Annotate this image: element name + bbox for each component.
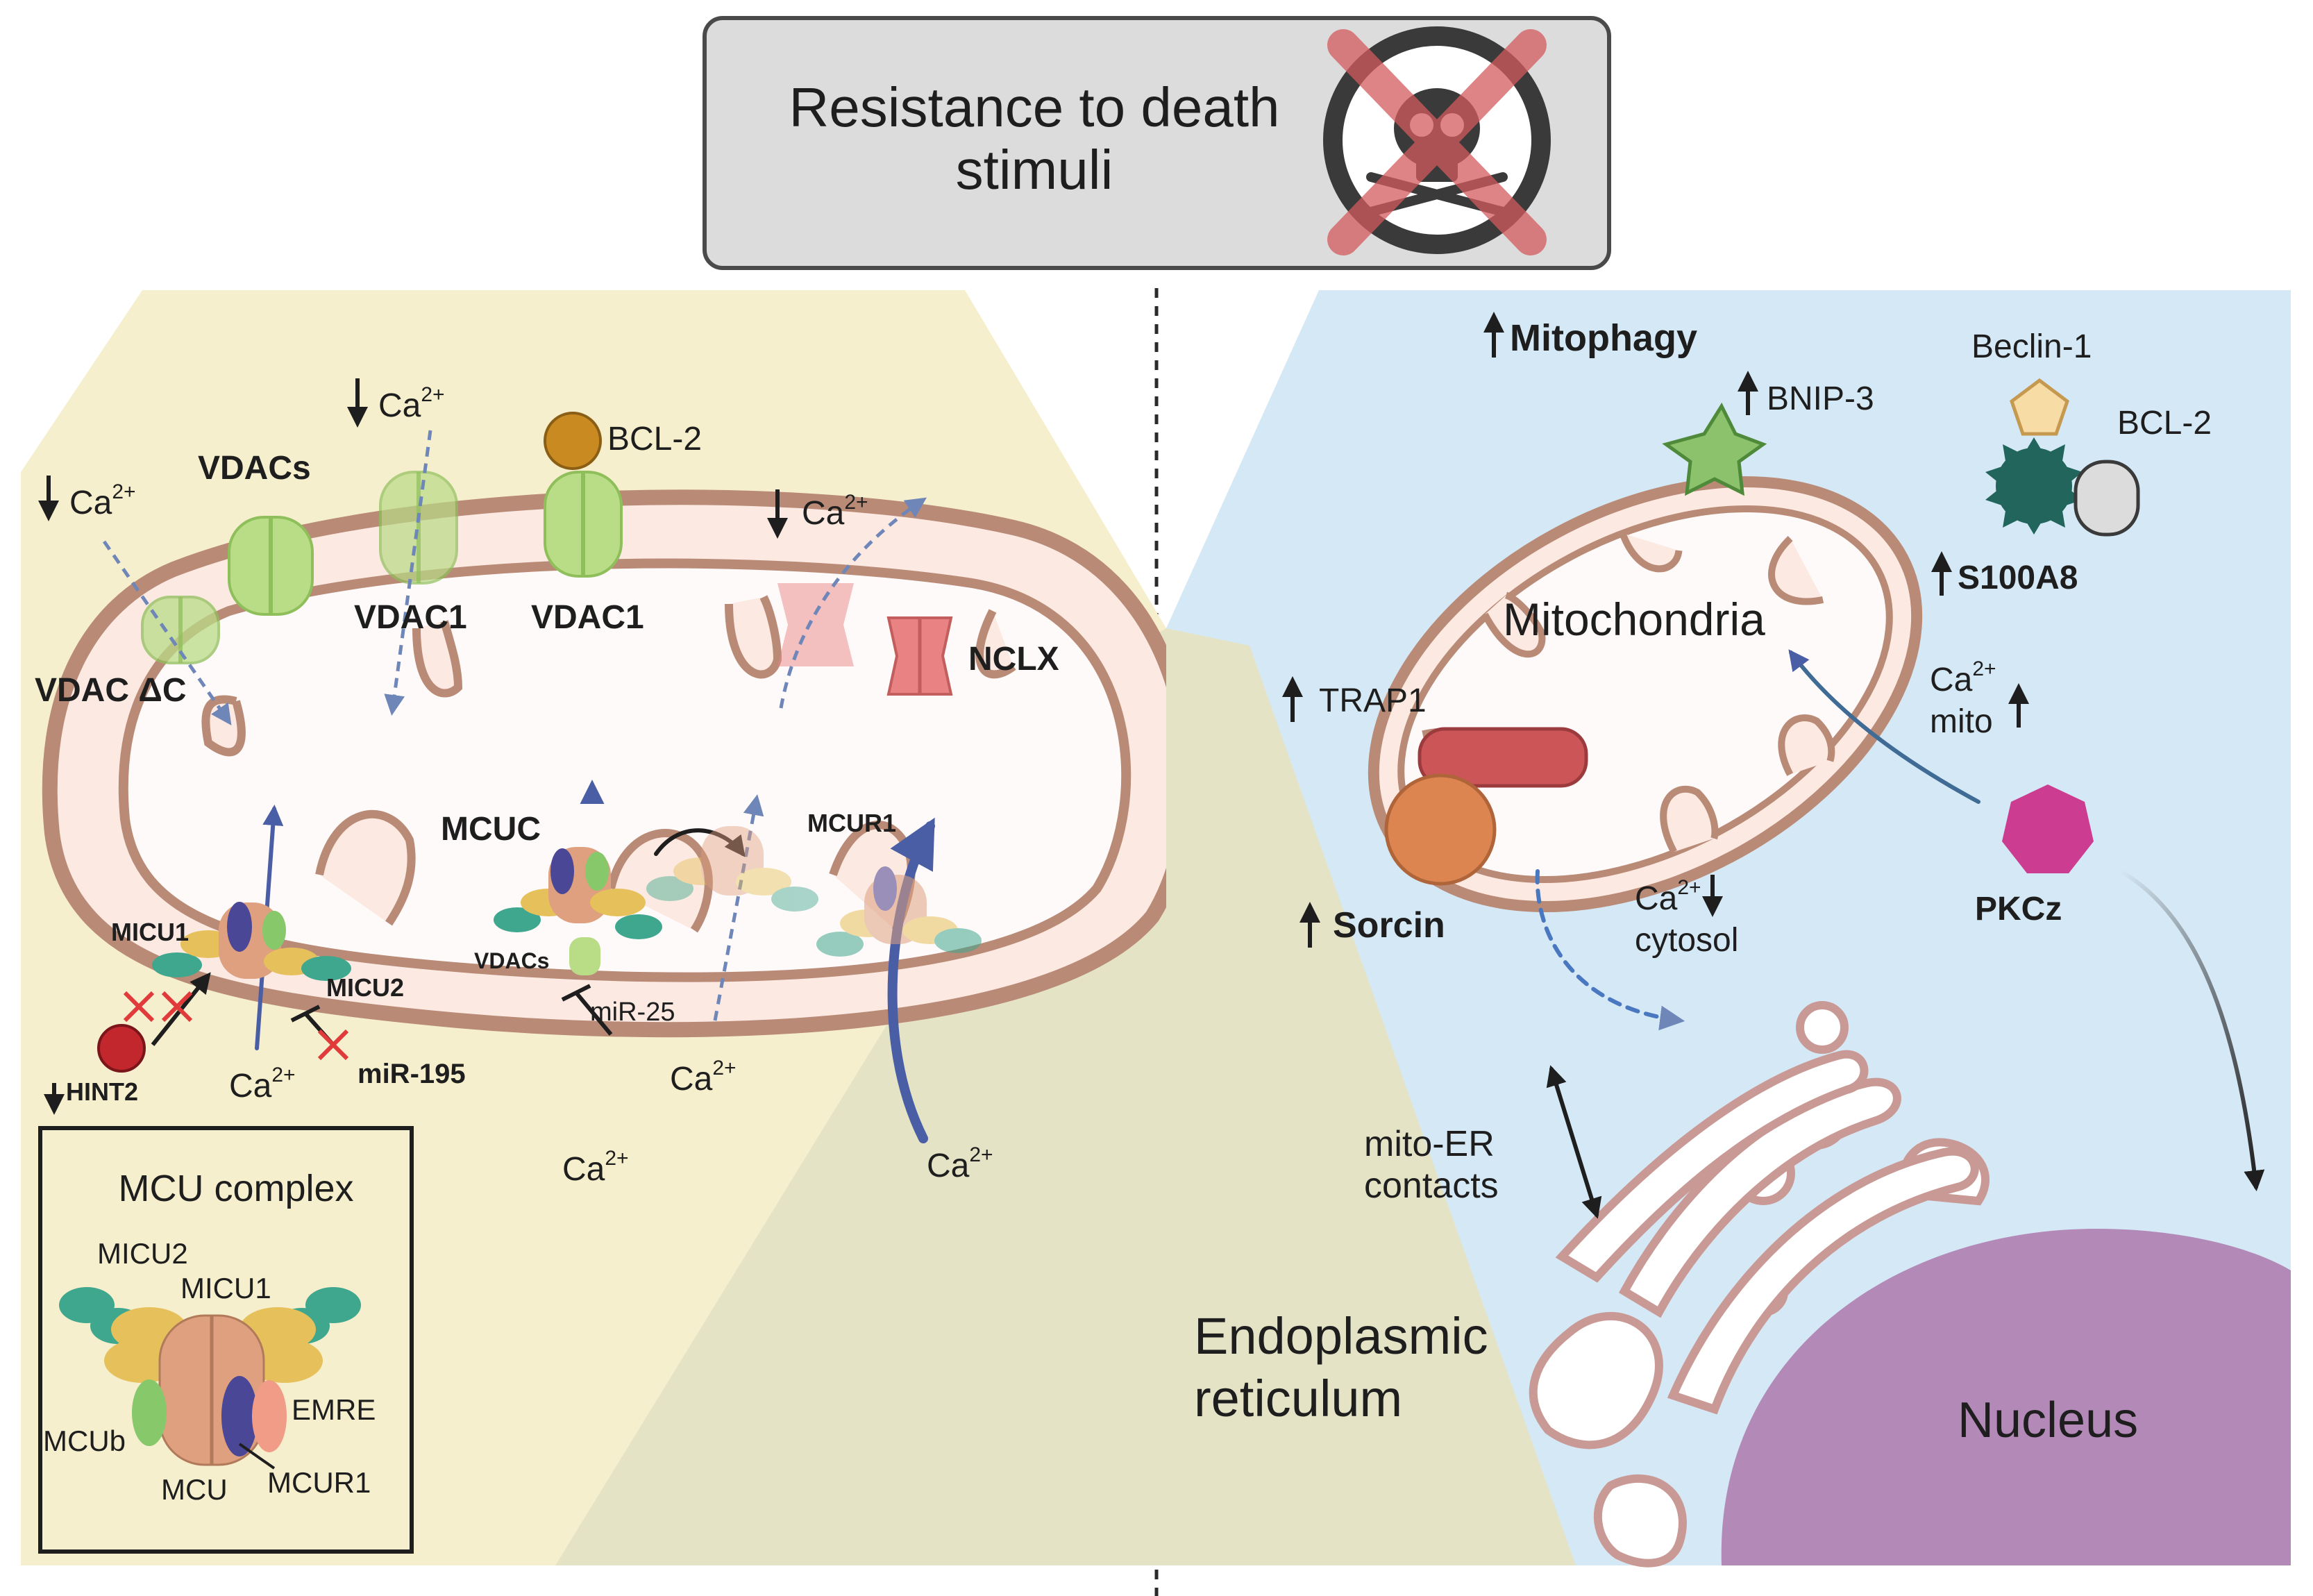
trap1-shape [1418, 727, 1588, 788]
ca-cytosol-label-2: cytosol [1635, 922, 1738, 959]
ca-label-bottom-3: Ca2+ [670, 1057, 737, 1098]
ca-label-bottom-4: Ca2+ [927, 1143, 993, 1184]
trap1-label: TRAP1 [1319, 682, 1427, 719]
mcuc-label: MCUC [441, 811, 541, 848]
sorcin-label: Sorcin [1333, 905, 1445, 946]
beclin1-label: Beclin-1 [1971, 328, 2092, 365]
header-box: Resistance to death stimuli [703, 16, 1611, 270]
skull-crossed-icon [1323, 26, 1551, 255]
sorcin-shape [1384, 773, 1497, 886]
micu1-label: MICU1 [111, 918, 189, 946]
inset-title: MCU complex [118, 1168, 353, 1209]
ca-dashed-arrows-left [102, 430, 927, 1021]
ca-mito-label-2: mito [1930, 703, 1993, 740]
vdacs-small-label: VDACs [474, 948, 549, 973]
mito-er-label-2: contacts [1364, 1166, 1499, 1206]
nclx-channel-faded [777, 583, 854, 666]
red-x-icons [123, 991, 349, 1061]
bnip3-label: BNIP-3 [1767, 380, 1874, 417]
mcu-complex-2 [494, 847, 662, 975]
arrows-right [1535, 649, 2265, 1219]
bcl2-right-icon [2074, 460, 2140, 537]
pkcz-icon [2002, 784, 2094, 873]
bcl2-left-icon [544, 412, 602, 470]
mir195-label: miR-195 [358, 1059, 466, 1089]
mitochondria-label: Mitochondria [1503, 594, 1765, 645]
mir25-label: miR-25 [590, 998, 675, 1027]
vdac1-label-b: VDAC1 [531, 599, 644, 636]
mcu-complex-inset: MCU complex MICU2 MICU1 MCUb MCU MCUR1 E… [38, 1126, 414, 1554]
inset-emre-label: EMRE [292, 1393, 376, 1426]
mcu-complex-3-faded [646, 826, 818, 912]
vdac1-label-a: VDAC1 [354, 599, 467, 636]
hint2-label: HINT2 [66, 1077, 138, 1106]
nucleus-label: Nucleus [1958, 1393, 2138, 1448]
inset-mcu-label: MCU [161, 1473, 228, 1506]
s100a8-label: S100A8 [1958, 560, 2078, 596]
bnip3-star-icon [1662, 402, 1767, 496]
er-label-2: reticulum [1194, 1370, 1402, 1427]
beclin1-icon [2010, 378, 2069, 436]
mitophagy-label: Mitophagy [1510, 317, 1697, 359]
inset-mcur1-label: MCUR1 [267, 1466, 371, 1499]
ca-label-top-mid: Ca2+ [378, 383, 445, 424]
vdacs-label: VDACs [198, 450, 311, 487]
mcu-complex-4-faded [816, 866, 982, 957]
ca-label-top-left: Ca2+ [69, 480, 136, 521]
s100a8-icon [1985, 437, 2083, 535]
pkcz-label: PKCz [1975, 891, 2062, 927]
er-label-1: Endoplasmic [1194, 1307, 1488, 1365]
header-title-line2: stimuli [956, 139, 1113, 201]
vdac-channel-2 [379, 471, 458, 585]
header-title-line1: Resistance to death [789, 76, 1279, 138]
mcur1-label: MCUR1 [807, 809, 896, 837]
hint2-icon [97, 1024, 146, 1073]
updown-arrows-right [1282, 312, 2029, 948]
endoplasmic-reticulum [1529, 1001, 1990, 1568]
ca-label-bottom-2: Ca2+ [562, 1147, 629, 1188]
vdac-dc-label: VDAC ΔC [35, 672, 187, 709]
ca-mito-label: Ca2+ [1930, 657, 1996, 698]
inset-micu2-label: MICU2 [97, 1237, 188, 1270]
bcl2-label-right: BCL-2 [2117, 405, 2212, 442]
bcl2-label-left: BCL-2 [607, 421, 702, 457]
vdac-channel-3 [544, 471, 623, 578]
down-arrows-left [38, 378, 788, 1115]
mcu-complex-1 [152, 902, 351, 981]
ca-cytosol-label: Ca2+ [1635, 876, 1701, 917]
nclx-channel [886, 616, 953, 696]
inset-mcub-label: MCUb [43, 1425, 126, 1457]
nucleus [1721, 1229, 2291, 1565]
ca-label-top-right: Ca2+ [802, 491, 868, 532]
vdac-channel-1 [228, 516, 314, 616]
inset-micu1-label: MICU1 [180, 1272, 271, 1304]
micu2-label: MICU2 [326, 973, 404, 1002]
ca-label-bottom-1: Ca2+ [229, 1064, 296, 1104]
mito-er-label-1: mito-ER [1364, 1124, 1495, 1164]
nclx-label: NCLX [968, 641, 1059, 678]
